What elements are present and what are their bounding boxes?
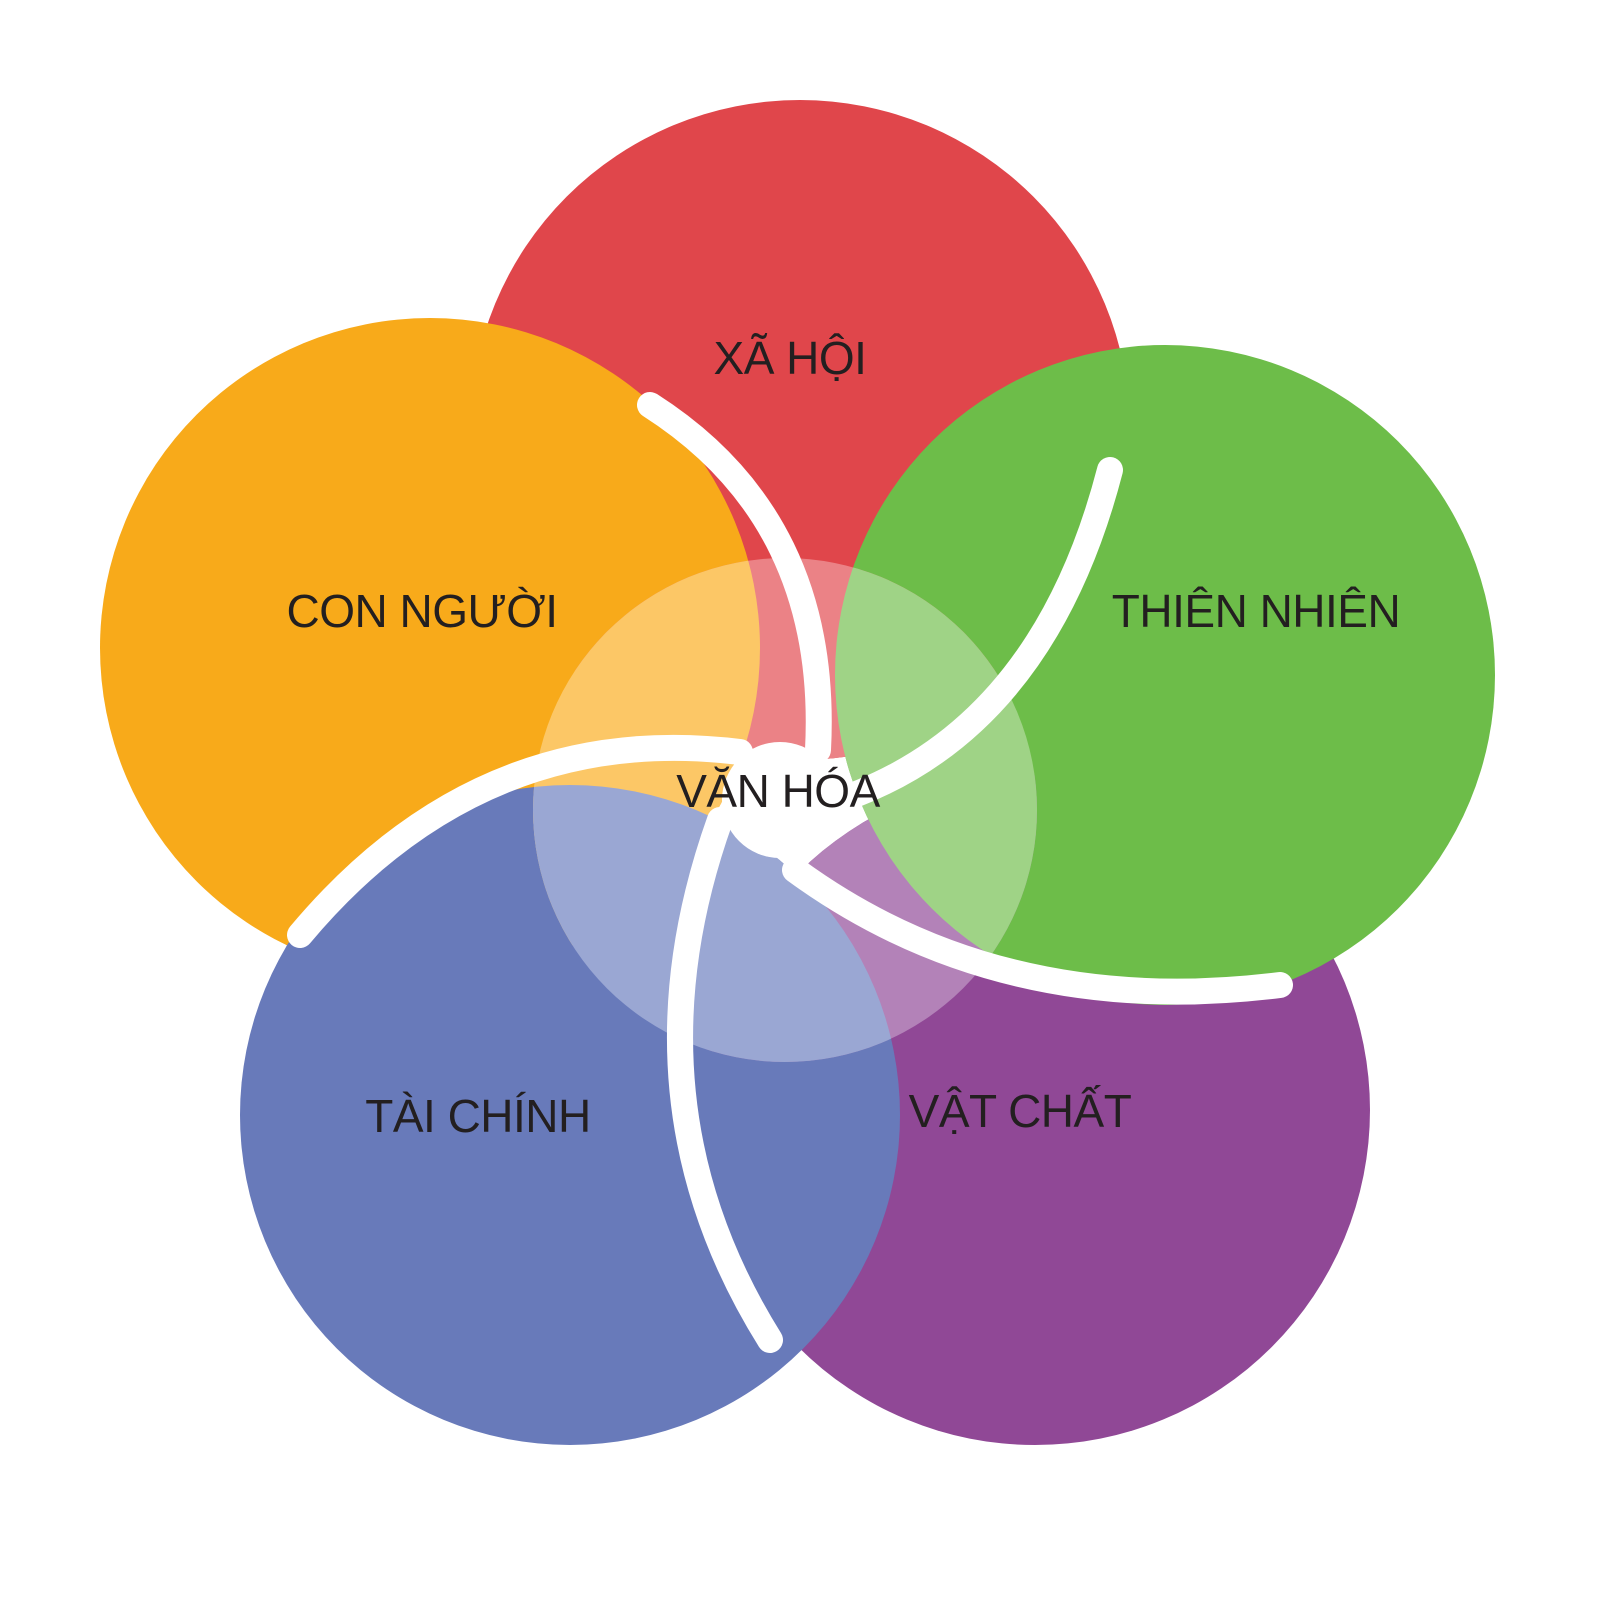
tint-thien-nhien	[835, 558, 1037, 1005]
separator-left	[287, 734, 753, 948]
tint-vat-chat	[700, 775, 1037, 1062]
tint-tai-chinh	[533, 785, 900, 1062]
label-tai-chinh: TÀI CHÍNH	[365, 1090, 591, 1142]
label-xa-hoi: XÃ HỘI	[714, 332, 867, 384]
label-con-nguoi: CON NGƯỜI	[286, 585, 557, 637]
center-hub	[722, 742, 838, 858]
label-thien-nhien: THIÊN NHIÊN	[1112, 585, 1400, 637]
label-vat-chat: VẬT CHẤT	[909, 1085, 1132, 1137]
separator-top	[637, 392, 832, 763]
separator-right	[812, 457, 1123, 818]
pinwheel-separators	[287, 392, 1293, 1353]
labels-group: XÃ HỘI THIÊN NHIÊN VẬT CHẤT TÀI CHÍNH CO…	[286, 332, 1400, 1142]
separator-bottom-right	[782, 857, 1293, 1005]
separator-bottom-left	[667, 807, 783, 1353]
label-van-hoa: VĂN HÓA	[676, 765, 880, 817]
